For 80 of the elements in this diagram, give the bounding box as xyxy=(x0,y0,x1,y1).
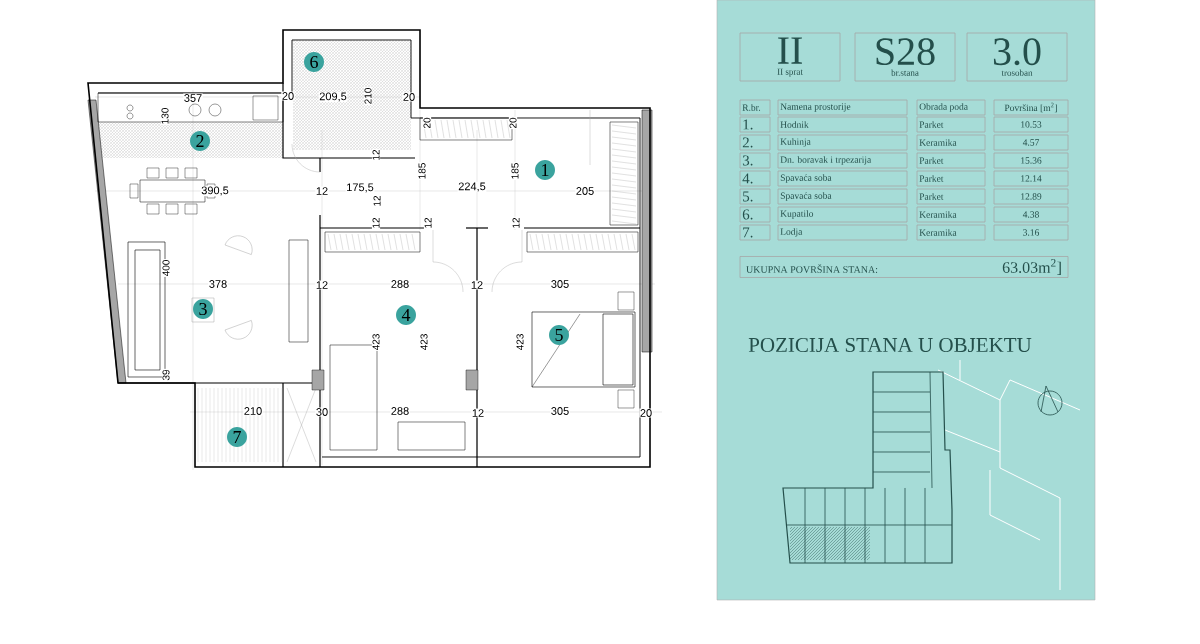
dimension-label: 400 xyxy=(161,259,171,277)
dimension-label: 210 xyxy=(363,87,373,105)
table-cell: Parket xyxy=(916,170,986,187)
dimension-label: 12 xyxy=(511,216,521,230)
dimension-label: 20 xyxy=(639,408,653,418)
table-cell: 15.36 xyxy=(993,152,1069,169)
table-cell: 10.53 xyxy=(993,116,1069,133)
info-box: S28 br.stana xyxy=(854,32,956,82)
room-number: 3 xyxy=(193,299,213,319)
info-box: 3.0 trosoban xyxy=(966,32,1068,82)
table-cell: 7. xyxy=(739,224,771,241)
dimension-label: 20 xyxy=(281,91,295,101)
table-cell: Keramika xyxy=(916,134,986,151)
dimension-label: 12 xyxy=(371,148,381,162)
table-cell: Obrada poda xyxy=(916,99,986,116)
dimension-label: 175,5 xyxy=(345,182,375,194)
table-cell: 4. xyxy=(739,170,771,187)
dimension-label: 12 xyxy=(423,216,433,230)
table-cell: 3.16 xyxy=(993,224,1069,241)
table-cell: Kuhinja xyxy=(777,134,908,151)
dimension-label: 378 xyxy=(208,279,228,289)
dimension-label: 12 xyxy=(470,280,484,290)
dimension-label: 20 xyxy=(508,116,518,130)
dimension-label: 12 xyxy=(372,194,382,208)
table-cell: Površina [m$^{2}$] xyxy=(993,99,1069,116)
table-cell: Keramika xyxy=(916,206,986,223)
dimension-label: 423 xyxy=(419,333,429,351)
dimension-label: 39 xyxy=(161,368,171,382)
table-cell: Parket xyxy=(916,116,986,133)
table-cell: 5. xyxy=(739,188,771,205)
table-cell: 1. xyxy=(739,116,771,133)
dimension-label: 423 xyxy=(515,333,525,351)
dimension-label: 20 xyxy=(422,116,432,130)
room-number: 5 xyxy=(549,325,569,345)
total-area-box: UKUPNA POVRŠINA STANA: 63.03m$^{2}$] xyxy=(739,256,1069,278)
dimension-label: 185 xyxy=(417,162,427,180)
table-cell: 3. xyxy=(739,152,771,169)
dimension-label: 210 xyxy=(243,406,263,416)
dimension-label: 12 xyxy=(371,216,381,230)
room-number: 2 xyxy=(190,131,210,151)
table-cell: 12.14 xyxy=(993,170,1069,187)
table-cell: Spavaća soba xyxy=(777,170,908,187)
table-cell: Kupatilo xyxy=(777,206,908,223)
table-cell: Dn. boravak i trpezarija xyxy=(777,152,908,169)
dimension-label: 130 xyxy=(160,107,170,125)
table-cell: Parket xyxy=(916,188,986,205)
table-cell: Hodnik xyxy=(777,116,908,133)
dimension-label: 205 xyxy=(575,186,595,196)
table-cell: Spavaća soba xyxy=(777,188,908,205)
room-number: 7 xyxy=(227,427,247,447)
table-cell: Keramika xyxy=(916,224,986,241)
dimension-label: 30 xyxy=(315,407,329,417)
dimension-label: 305 xyxy=(550,279,570,289)
dimension-label: 185 xyxy=(510,162,520,180)
table-cell: Parket xyxy=(916,152,986,169)
section-heading: POZICIJA STANA U OBJEKTU xyxy=(748,337,1032,353)
dimension-label: 12 xyxy=(471,408,485,418)
info-box: II II sprat xyxy=(739,32,841,82)
dimension-label: 209,5 xyxy=(318,91,348,103)
room-number: 6 xyxy=(304,52,324,72)
table-cell: 4.57 xyxy=(993,134,1069,151)
table-cell: 4.38 xyxy=(993,206,1069,223)
table-cell: Lodja xyxy=(777,224,908,241)
dimension-label: 224,5 xyxy=(457,181,487,193)
table-cell: Namena prostorije xyxy=(777,99,908,116)
dimension-label: 12 xyxy=(315,280,329,290)
dimension-label: 357 xyxy=(183,93,203,103)
dimension-label: 20 xyxy=(402,92,416,102)
room-number: 1 xyxy=(535,160,555,180)
dimension-label: 288 xyxy=(390,279,410,289)
room-number: 4 xyxy=(396,305,416,325)
dimension-label: 305 xyxy=(550,406,570,416)
table-cell: R.br. xyxy=(739,99,771,116)
table-cell: 6. xyxy=(739,206,771,223)
dimension-label: 390,5 xyxy=(200,185,230,197)
table-cell: 2. xyxy=(739,134,771,151)
dimension-label: 12 xyxy=(315,186,329,196)
dimension-label: 423 xyxy=(371,333,381,351)
dimension-label: 288 xyxy=(390,406,410,416)
table-cell: 12.89 xyxy=(993,188,1069,205)
